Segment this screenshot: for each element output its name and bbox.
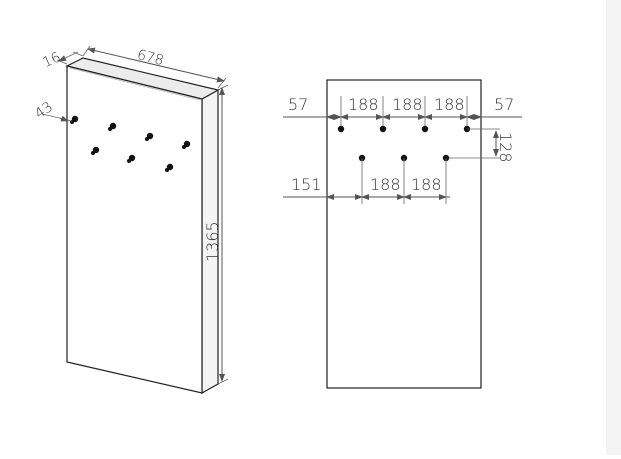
dim-bottom-spacing-2: 188 (411, 175, 442, 194)
isometric-view: 16 678 43 1365 (32, 45, 229, 395)
iso-hook (165, 163, 174, 172)
iso-hook (145, 132, 154, 141)
dim-bottom-left-margin: 151 (291, 175, 322, 194)
hook-top-2 (379, 125, 387, 133)
side-panel (606, 0, 621, 455)
dim-top-spacing-3: 188 (434, 95, 465, 114)
dim-top-spacing-1: 188 (348, 95, 379, 114)
hook-top-3 (421, 125, 429, 133)
dim-top-right-margin: 57 (494, 95, 514, 114)
dim-top-left-margin: 57 (288, 95, 308, 114)
dim-thickness: 16 (40, 49, 63, 71)
front-view: 57 188 188 188 57 128 151 (283, 79, 522, 389)
dim-width: 678 (135, 47, 165, 69)
iso-hook (182, 140, 191, 149)
panel-front-face (66, 65, 203, 394)
dim-row-gap: 128 (496, 132, 515, 163)
dim-top-spacing-2: 188 (392, 95, 423, 114)
iso-hook (91, 146, 100, 155)
dim-bottom-spacing-1: 188 (370, 175, 401, 194)
dim-hook-offset: 43 (32, 99, 56, 122)
front-panel (326, 79, 482, 389)
technical-drawing: 16 678 43 1365 57 188 188 188 57 (32, 45, 522, 395)
hook-top-1 (337, 125, 345, 133)
dim-height: 1365 (203, 221, 222, 262)
iso-hook (108, 122, 117, 131)
iso-hooks (70, 115, 191, 172)
iso-hook (127, 154, 136, 163)
